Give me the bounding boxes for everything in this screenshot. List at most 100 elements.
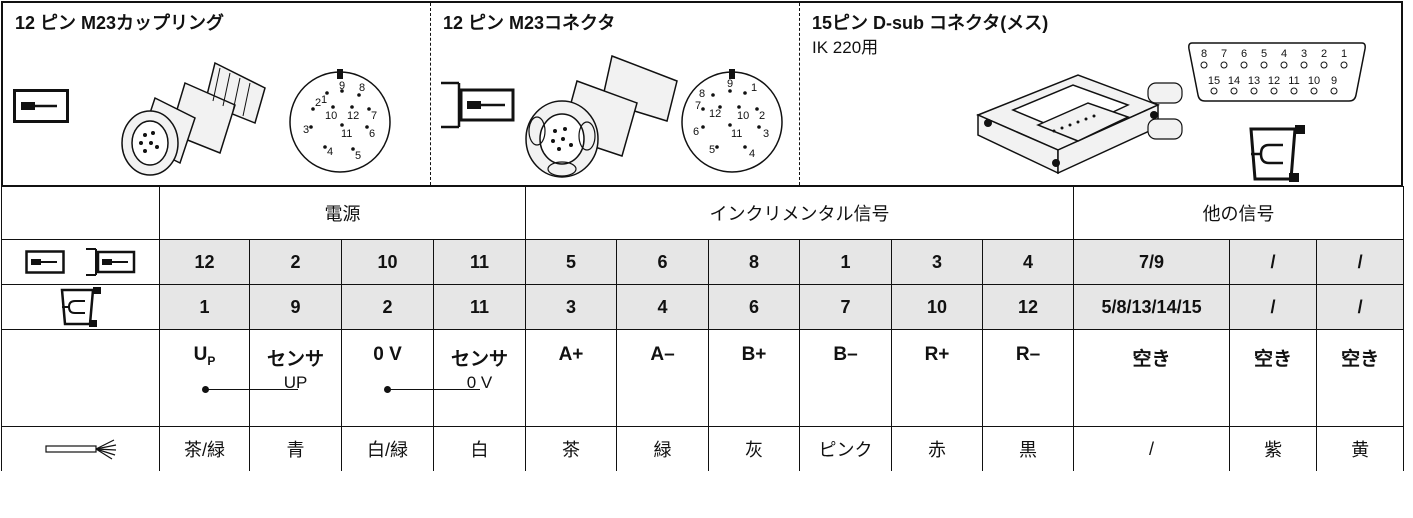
panel-title: 15ピン D-sub コネクタ(メス) (812, 13, 1049, 33)
panel-divider (430, 3, 431, 185)
wire-color-cell: 黒 (981, 426, 1075, 471)
coupling-symbol-icon (25, 250, 65, 274)
group-other: 他の信号 (1073, 186, 1405, 240)
dsub-pin-label: 10 (1308, 75, 1320, 87)
panel-m23-connector: 12 ピン M23コネクタ (431, 3, 800, 185)
connector-pin-label: 9 (727, 78, 733, 90)
panel-dsub: 15ピン D-sub コネクタ(メス) IK 220用 (800, 3, 1401, 185)
signal-0v: 0 V (341, 329, 480, 427)
wire-color-cell: 白 (433, 426, 526, 471)
connection-line (388, 389, 480, 390)
coupling-symbol-icon (13, 89, 69, 123)
connector-pin-label: 8 (699, 88, 705, 100)
coupling-pin-label: 7 (371, 110, 377, 122)
dsub-pin-label: 8 (1201, 48, 1207, 60)
dsub-pin-cell: 9 (249, 284, 342, 330)
group-power: 電源 (159, 186, 526, 240)
dsub-pin-cell: 1 (159, 284, 250, 330)
signal-group-row: 電源 インクリメンタル信号 他の信号 (1, 186, 1405, 240)
connector-pin-label: 2 (759, 110, 765, 122)
m23-pin-cell: 3 (891, 239, 983, 285)
m23-pin-cell: 10 (341, 239, 434, 285)
coupling-pin-label: 6 (369, 128, 375, 140)
connection-dot (202, 386, 209, 393)
dsub-pin-label: 4 (1281, 48, 1287, 60)
signal-up: UP (159, 329, 298, 427)
wire-color-cell: 青 (249, 426, 342, 471)
coupling-pin-label: 8 (359, 82, 365, 94)
coupling-pin-label: 2 (315, 97, 321, 109)
signal-vacant: 空き (1316, 329, 1405, 427)
m23-pin-row: 12 2 10 11 5 6 8 1 3 4 7/9 / / (1, 239, 1405, 285)
signal-main: センサ (266, 349, 324, 370)
coupling-pin-label: 10 (325, 110, 337, 122)
dsub-row-header (1, 284, 160, 330)
m23-pin-cell: / (1229, 239, 1318, 285)
signal-subscript: P (207, 353, 216, 368)
signal-b-minus: B– (799, 329, 892, 427)
dsub-symbol-icon (60, 287, 101, 327)
m23-pin-cell: / (1316, 239, 1405, 285)
signal-r-minus: R– (981, 329, 1075, 427)
signal-a-plus: A+ (525, 329, 617, 427)
panel-subtitle: IK 220用 (812, 38, 879, 57)
connector-pin-label: 1 (751, 82, 757, 94)
connector-pin-label: 6 (693, 126, 699, 138)
wire-color-row: 茶/緑 青 白/緑 白 茶 緑 灰 ピンク 赤 黒 / 紫 黄 (1, 426, 1405, 471)
group-incremental: インクリメンタル信号 (524, 186, 1075, 240)
dsub-pin-label: 6 (1241, 48, 1247, 60)
signal-row-header (1, 329, 160, 427)
connector-pin-label: 10 (737, 110, 749, 122)
dsub-pin-label: 5 (1261, 48, 1267, 60)
coupling-pin-label: 3 (303, 124, 309, 136)
dsub-pin-label: 1 (1341, 48, 1347, 60)
panel-title: 12 ピン M23コネクタ (443, 13, 616, 33)
signal-main: センサ (450, 349, 508, 370)
coupling-pin-label: 11 (341, 128, 352, 140)
wire-color-cell: 茶/緑 (159, 426, 250, 471)
coupling-pin-label: 4 (327, 146, 333, 158)
dsub-pin-label: 15 (1208, 75, 1220, 87)
dsub-pin-label: 9 (1331, 75, 1337, 87)
wire-color-cell: 白/緑 (341, 426, 434, 471)
coupling-pin-label: 1 (321, 94, 327, 106)
connector-pin-label: 12 (709, 108, 721, 120)
dsub-pin-cell: 10 (891, 284, 983, 330)
dsub-pin-cell: 2 (341, 284, 434, 330)
connection-line (206, 389, 298, 390)
corner-cell (1, 186, 160, 240)
coupling-pin-label: 9 (339, 80, 345, 92)
cable-row-header (1, 426, 160, 471)
m23-pin-cell: 5 (525, 239, 617, 285)
wire-color-cell: 緑 (616, 426, 709, 471)
dsub-pin-label: 14 (1228, 75, 1240, 87)
m23-pin-cell: 12 (159, 239, 250, 285)
dsub-pin-cell: 5/8/13/14/15 (1073, 284, 1231, 330)
wire-color-cell: 赤 (891, 426, 983, 471)
dsub-pin-cell: 12 (981, 284, 1075, 330)
pin-assignment-table: 電源 インクリメンタル信号 他の信号 12 (1, 186, 1405, 471)
wire-color-cell: 紫 (1229, 426, 1318, 471)
dsub-symbol-icon (1249, 125, 1305, 182)
signal-vacant: 空き (1073, 329, 1231, 427)
dsub-pin-label: 2 (1321, 48, 1327, 60)
wire-color-cell: 灰 (708, 426, 800, 471)
m23-pin-cell: 2 (249, 239, 342, 285)
wire-color-cell: ピンク (799, 426, 892, 471)
dsub-pin-cell: 11 (433, 284, 526, 330)
panel-divider (799, 3, 800, 185)
wire-color-cell: 黄 (1316, 426, 1405, 471)
coupling-image (121, 61, 266, 176)
dsub-pin-cell: / (1316, 284, 1405, 330)
connector-pin-label: 7 (695, 100, 701, 112)
connection-dot (384, 386, 391, 393)
m23-pin-cell: 8 (708, 239, 800, 285)
dsub-pin-label: 7 (1221, 48, 1227, 60)
dsub-pin-cell: 6 (708, 284, 800, 330)
